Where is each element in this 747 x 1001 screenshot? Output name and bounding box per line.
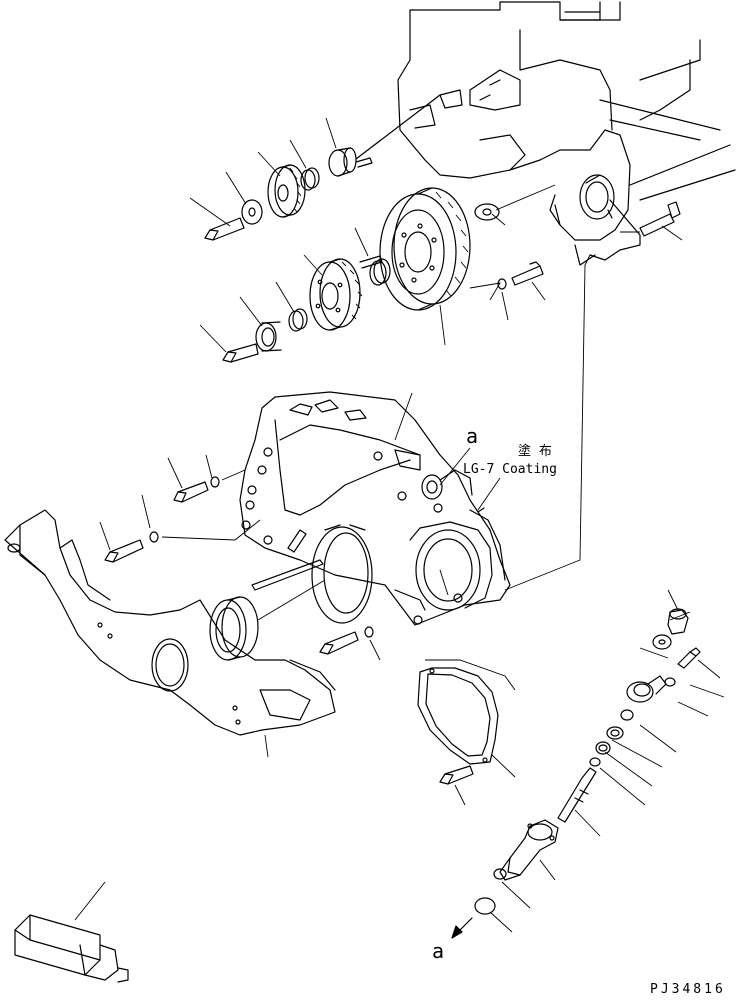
leader-line <box>303 254 323 276</box>
pump-drive-assembly <box>451 608 701 939</box>
callout-a-bottom: a <box>432 939 444 963</box>
callout-a-top: a <box>466 424 478 448</box>
front-oil-seal <box>209 579 326 661</box>
leader-line <box>669 611 691 621</box>
leader-line <box>275 281 295 313</box>
leader-line <box>264 734 269 758</box>
leader-lines <box>74 117 725 933</box>
leader-line <box>99 521 111 551</box>
leader-line <box>574 809 601 837</box>
leader-line <box>491 754 516 778</box>
center-bolt <box>319 626 374 655</box>
leader-line <box>667 589 679 611</box>
block-bolt <box>620 201 681 237</box>
leader-line <box>661 225 683 241</box>
engine-block-outline <box>397 1 736 266</box>
idler-gear-lower <box>222 255 391 363</box>
leader-line <box>325 117 337 149</box>
leader-line <box>74 881 106 921</box>
drawing-code: PJ34816 <box>650 982 726 996</box>
leader-line <box>491 213 506 226</box>
leader-line <box>167 457 183 489</box>
idler-gear-upper <box>204 94 441 241</box>
gasket <box>417 659 516 785</box>
leader-line <box>141 494 151 529</box>
service-tool <box>14 914 129 983</box>
leader-line <box>697 659 721 679</box>
coating-label-en: LG-7 Coating <box>463 462 557 477</box>
callout-a-top-arrow <box>439 447 471 486</box>
leader-line <box>354 227 369 257</box>
front-support-bracket <box>4 509 336 736</box>
coating-arrow <box>477 477 501 511</box>
leader-line <box>199 324 227 353</box>
cover-bolts-left <box>104 469 261 563</box>
coating-label-jp: 塗 布 <box>518 443 552 459</box>
leader-line <box>257 151 281 177</box>
leader-line <box>439 304 446 346</box>
leader-line <box>439 569 449 596</box>
connection-line <box>504 254 591 591</box>
leader-line <box>289 139 307 169</box>
front-cover <box>239 391 511 626</box>
leader-line <box>604 751 653 787</box>
leader-line <box>225 171 247 205</box>
leader-line <box>454 784 466 806</box>
leader-line <box>599 767 646 806</box>
leader-line <box>189 197 231 227</box>
leader-line <box>501 291 509 321</box>
leader-line <box>369 639 381 661</box>
leader-line <box>539 859 556 881</box>
leader-line <box>689 684 725 698</box>
leader-line <box>611 739 663 768</box>
leader-line <box>639 724 677 753</box>
leader-line <box>501 881 531 909</box>
leader-line <box>394 392 413 441</box>
leader-line <box>205 454 213 479</box>
leader-line <box>531 281 546 301</box>
leader-line <box>239 296 263 327</box>
leader-line <box>677 701 709 717</box>
large-drive-gear <box>379 184 556 311</box>
leader-line <box>489 911 513 933</box>
